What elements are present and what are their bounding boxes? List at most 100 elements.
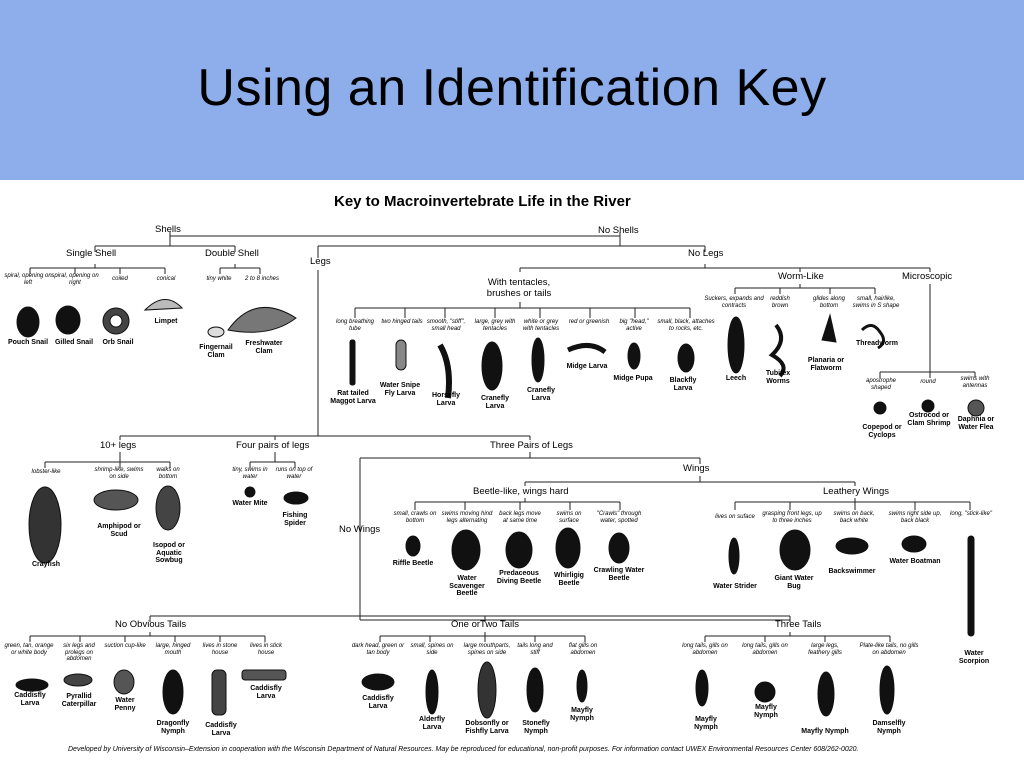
organism-name: Mayfly Nymph (754, 704, 778, 719)
organism-desc: flat gills on abdomen (568, 643, 598, 656)
category-no-wings: No Wings (339, 524, 381, 535)
identification-key: Key to Macroinvertebrate Life in the Riv… (0, 180, 1024, 768)
category-single-shell: Single Shell (66, 248, 117, 259)
organism-desc: lives in stone house (202, 643, 238, 656)
organism-name: Alderfly Larva (418, 716, 446, 731)
organism-name: Midge Larva (566, 363, 608, 370)
organism-desc: long tails, gills on abdomen (682, 643, 728, 656)
organism-name: Blackfly Larva (669, 377, 697, 392)
organism-desc: conical (156, 276, 176, 282)
organism-desc: swims with antennas (960, 376, 990, 389)
organism-name: Caddisfly Larva (14, 692, 46, 707)
organism-desc: 2 to 8 inches (244, 276, 280, 282)
organism-desc: swims on back, back white (833, 511, 875, 524)
organism-name: Rat tailed Maggot Larva (330, 390, 376, 405)
organism-name: Pyrallid Caterpillar (61, 693, 97, 708)
organism-name: Ostrocod or Clam Shrimp (907, 412, 951, 427)
organism-name: Mayfly Nymph (694, 716, 718, 731)
organism-name: Cranefly Larva (480, 395, 509, 410)
organism-desc: coiled (112, 276, 128, 282)
organism-desc: large, hinged mouth (155, 643, 191, 656)
organism-name: Isopod or Aquatic Sowbug (153, 542, 185, 565)
organism-name: Water Boatman (889, 558, 941, 565)
organism-desc: large legs, feathery gills (808, 643, 842, 656)
organism-desc: smooth, "stiff", small head (426, 319, 466, 332)
key-tree-lines (15, 232, 985, 719)
category-double-shell: Double Shell (205, 248, 259, 259)
organism-name: Caddisfly Larva (250, 685, 282, 700)
organism-desc: round (920, 379, 936, 385)
organism-desc: white or grey with tentacles (522, 319, 560, 332)
organism-desc: shrimp-like, swims on side (94, 467, 144, 480)
organism-silhouettes (15, 299, 985, 719)
organism-name: Fishing Spider (282, 512, 308, 527)
organism-desc: lobster-like (31, 469, 61, 475)
organism-name: Pouch Snail (7, 339, 49, 346)
organism-desc: small, black, attaches to rocks, etc. (657, 319, 715, 332)
organism-name: Freshwater Clam (245, 340, 283, 355)
organism-desc: "Crawls" through water, spotted (596, 511, 642, 524)
organism-name: Whirligig Beetle (554, 572, 584, 587)
organism-name: Mayfly Nymph (801, 728, 849, 735)
organism-desc: long tails, gills on abdomen (742, 643, 788, 656)
category-three-tails: Three Tails (775, 619, 822, 630)
organism-name: Dobsonfly or Fishfly Larva (465, 720, 509, 735)
organism-desc: runs on top of water (275, 467, 313, 480)
organism-name: Caddisfly Larva (362, 695, 394, 710)
organism-desc: six legs and prolegs on abdomen (63, 643, 95, 663)
organism-desc: swims right side up, back black (888, 511, 942, 524)
organism-name: Midge Pupa (613, 375, 653, 382)
category-wings: Wings (683, 463, 710, 474)
organism-name: Stonefly Nymph (522, 720, 550, 735)
key-credit: Developed by University of Wisconsin–Ext… (68, 746, 859, 753)
category-shells: Shells (155, 224, 181, 235)
organism-desc: walks on bottom (156, 467, 180, 480)
category-no-legs: No Legs (688, 248, 724, 259)
organism-desc: long, "stick-like" (950, 511, 992, 517)
organism-name: Daphnia or Water Flea (957, 416, 995, 431)
organism-desc: tiny white (206, 276, 232, 282)
organism-desc: suction cup-like (104, 643, 146, 649)
organism-desc: spiral, opening on right (51, 273, 99, 286)
organism-name: Water Strider (713, 583, 757, 590)
organism-desc: spiral, opening on left (4, 273, 52, 286)
organism-name: Orb Snail (102, 339, 134, 346)
organism-desc: big "head," active (619, 319, 649, 332)
category-legs: Legs (310, 256, 331, 267)
organism-name: Limpet (154, 318, 178, 325)
organism-desc: Suckers, expands and contracts (704, 296, 764, 309)
organism-desc: lives on suface (715, 514, 755, 520)
organism-desc: Plate-like tails, no gills on abdomen (859, 643, 919, 656)
category-one-or-two-tails: One orTwo Tails (451, 619, 519, 630)
organism-desc: swims moving hind legs alternating (441, 511, 493, 524)
organism-name: Fingernail Clam (199, 344, 233, 359)
category-leathery-wings: Leathery Wings (823, 486, 890, 497)
category-microscopic: Microscopic (902, 271, 953, 282)
organism-name: Amphipod or Scud (97, 523, 141, 538)
organism-desc: grasping front legs, up to three inches (762, 511, 822, 524)
slide-header (0, 0, 1024, 180)
organism-name: Water Mite (232, 500, 268, 507)
organism-desc: long breathing tube (335, 319, 375, 332)
organism-name: Threadworm (855, 340, 898, 347)
organism-desc: apostrophe shaped (865, 378, 897, 391)
organism-name: Crayfish (31, 561, 60, 568)
organism-desc: red or greenish (568, 319, 610, 325)
category-worm-like: Worm-Like (778, 271, 824, 282)
category-with-tentacles: With tentacles, brushes or tails (486, 277, 552, 299)
category-beetle-like: Beetle-like, wings hard (473, 486, 569, 497)
organism-desc: small, spines on side (410, 643, 454, 656)
category-no-shells: No Shells (598, 225, 639, 236)
organism-desc: small, crawls on bottom (393, 511, 437, 524)
organism-name: Planaria or Flatworm (807, 357, 845, 372)
organism-name: Cranefly Larva (526, 387, 555, 402)
organism-name: Water Penny (114, 697, 136, 712)
organism-desc: large, grey with tentacles (474, 319, 516, 332)
key-title: Key to Macroinvertebrate Life in the Riv… (334, 193, 631, 210)
organism-name: Copepod or Cyclops (862, 424, 902, 439)
organism-name: Predaceous Diving Beetle (496, 570, 542, 585)
organism-name: Giant Water Bug (774, 575, 814, 590)
organism-desc: two hinged tails (381, 319, 423, 325)
category-no-obvious-tails: No Obvious Tails (115, 619, 187, 630)
organism-desc: tails long and stiff (517, 643, 553, 656)
